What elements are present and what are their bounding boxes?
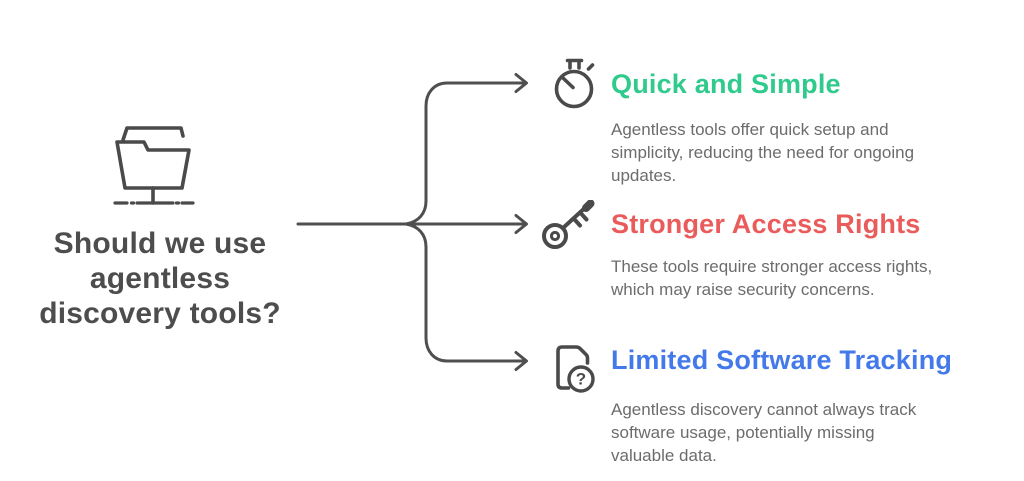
item-title: Stronger Access Rights: [611, 209, 921, 239]
question-title: Should we use agentless discovery tools?: [39, 227, 281, 330]
item-description: Agentless tools offer quick setup and si…: [611, 120, 915, 185]
concern-item-stronger-access-rights: Stronger Access Rights These tools requi…: [538, 200, 968, 310]
arrowhead-bottom: [514, 351, 528, 371]
item-description: Agentless discovery cannot always track …: [611, 400, 917, 465]
item-description: These tools require stronger access righ…: [611, 257, 933, 299]
svg-text:?: ?: [576, 370, 586, 389]
stopwatch-icon: [554, 58, 595, 109]
arrowhead-middle: [514, 214, 528, 234]
branch-bottom-line: [404, 222, 526, 363]
key-icon: [542, 200, 595, 249]
folder-network-icon: [113, 126, 195, 205]
branch-top-line: [404, 81, 526, 226]
benefit-item-quick-and-simple: Quick and Simple Agentless tools offer q…: [546, 56, 966, 191]
item-title: Limited Software Tracking: [611, 345, 953, 375]
concern-item-limited-software-tracking: ? Limited Software Tracking Agentless di…: [544, 336, 969, 471]
item-title: Quick and Simple: [611, 69, 841, 99]
document-question-icon: ?: [556, 345, 595, 393]
arrowhead-top: [514, 73, 528, 93]
